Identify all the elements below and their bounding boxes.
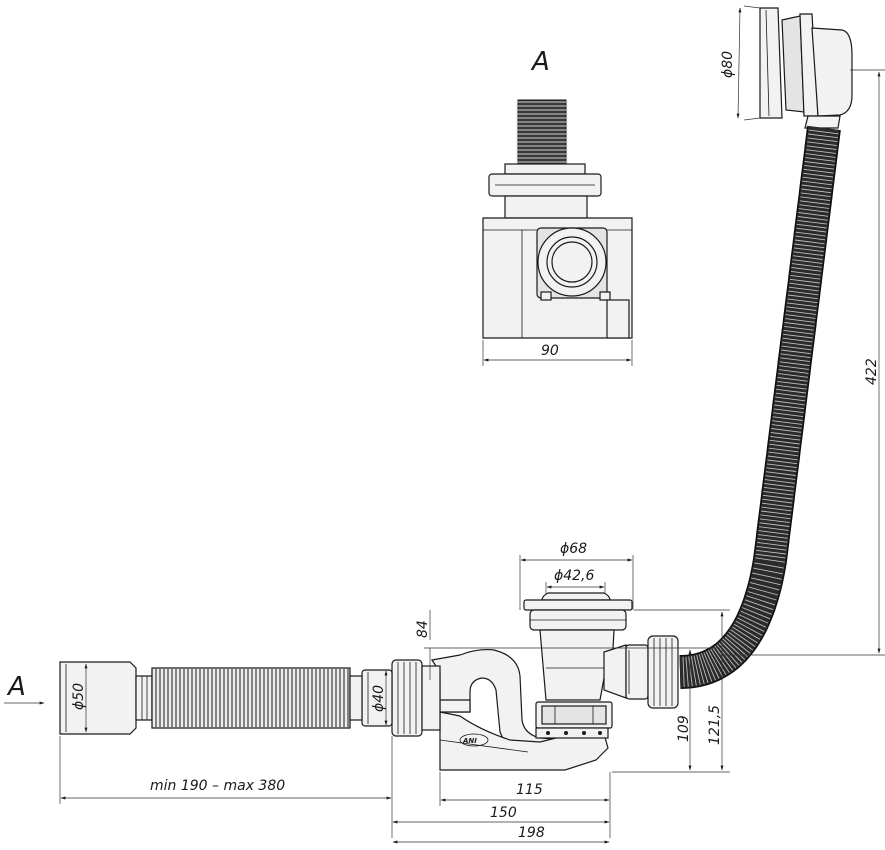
union-nut	[647, 635, 679, 709]
overflow-head: ϕ80	[720, 5, 853, 129]
overflow-diameter-label: ϕ80	[720, 51, 736, 78]
view-arrow-label: A	[6, 672, 26, 702]
view-a-drawing: A 90	[482, 47, 633, 366]
hose-length-label: 422	[864, 358, 880, 385]
view-a-corrugated-stub	[516, 99, 568, 165]
siphon-width-label: 115	[516, 782, 543, 798]
overflow-hose	[679, 125, 841, 689]
drain-height-2-label: 121,5	[707, 705, 723, 745]
outlet-sleeve	[59, 661, 137, 735]
drain-plug	[541, 592, 611, 601]
siphon-bracket	[535, 727, 609, 739]
view-a-side-tab	[606, 299, 630, 339]
drain-body	[539, 629, 615, 701]
outlet-small-label: ϕ40	[371, 685, 387, 712]
overflow-cap	[759, 7, 783, 119]
siphon-base	[439, 711, 609, 771]
drain-flange	[523, 599, 633, 611]
outlet-collar	[135, 675, 153, 721]
bottom-dimensions: min 190 – max 380 115 150 198	[59, 736, 611, 844]
riser-label: 84	[415, 620, 431, 638]
drain-dimensions: 84 ϕ40 109 121,5	[371, 609, 730, 773]
hose-range-label: min 190 – max 380	[150, 778, 285, 794]
drain-height-1-label: 109	[676, 715, 692, 742]
hose-length-dimension: 422	[720, 69, 885, 656]
view-a-label: A	[530, 47, 550, 77]
plug-inner-label: ϕ42,6	[554, 568, 595, 584]
outlet-nut	[391, 659, 423, 737]
brand-logo: ANI	[462, 737, 477, 745]
overflow-body	[811, 27, 853, 117]
view-a-flange-top	[504, 163, 586, 175]
total-width-label: 198	[518, 825, 545, 841]
body-width-label: 150	[490, 805, 517, 821]
outlet-large-label: ϕ50	[71, 683, 87, 710]
plug-outer-label: ϕ68	[560, 541, 587, 557]
drain-assembly: ϕ68 ϕ42,6	[361, 541, 679, 771]
drain-hose	[151, 667, 351, 729]
outlet-side: ϕ50 A	[4, 661, 363, 735]
view-a-neck	[504, 195, 588, 219]
view-width-label: 90	[541, 343, 559, 359]
hose-collar-right	[349, 675, 363, 721]
